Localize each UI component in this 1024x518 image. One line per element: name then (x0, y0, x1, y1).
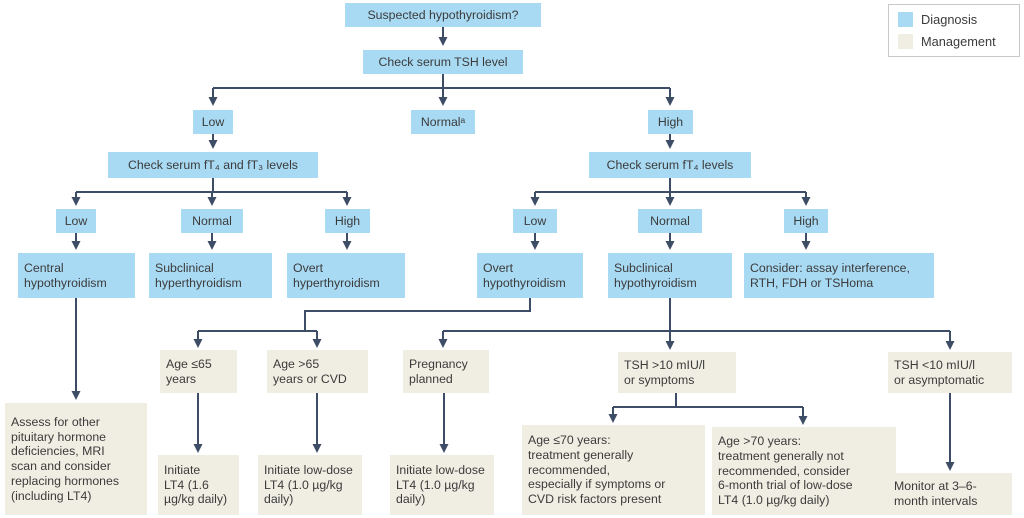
node-pregnancy-planned: Pregnancy planned (403, 350, 489, 393)
node-tsh-lt10: TSH <10 mIU/l or asymptomatic (888, 352, 1012, 393)
legend-label-management: Management (921, 34, 996, 49)
legend-label-diagnosis: Diagnosis (921, 12, 978, 27)
node-ft-low-left: Low (56, 209, 96, 233)
node-subclinical-hyperthyroidism: Subclinical hyperthyroidism (149, 253, 272, 298)
node-age-le70-treatment: Age ≤70 years: treatment generally recom… (522, 425, 705, 515)
path-overthypo-branch (304, 298, 531, 331)
node-overt-hyperthyroidism: Overt hyperthyroidism (287, 253, 405, 298)
node-tsh-normal: Normalᵃ (411, 110, 475, 134)
legend-item-diagnosis: Diagnosis (898, 12, 1010, 27)
node-ft-high-right: High (784, 209, 828, 233)
node-initiate-full-dose: Initiate LT4 (1.6 µg/kg daily) (158, 455, 239, 515)
node-check-ft4: Check serum fT₄ levels (589, 152, 751, 178)
node-central-hypothyroidism: Central hypothyroidism (18, 253, 135, 298)
node-tsh-low: Low (193, 110, 233, 134)
node-subclinical-hypothyroidism: Subclinical hypothyroidism (608, 253, 732, 298)
node-age-gt70-treatment: Age >70 years: treatment generally not r… (712, 427, 896, 515)
node-check-ft4-ft3: Check serum fT₄ and fT₃ levels (108, 152, 318, 178)
node-consider-assay-interference: Consider: assay interference, RTH, FDH o… (744, 253, 934, 298)
node-initiate-low-dose-cvd: Initiate low-dose LT4 (1.0 µg/kg daily) (258, 455, 362, 515)
node-age-gt65-cvd: Age >65 years or CVD (267, 350, 368, 393)
node-ft-normal-right: Normal (638, 209, 702, 233)
node-ft-high-left: High (325, 209, 370, 233)
node-age-le65: Age ≤65 years (160, 350, 237, 393)
node-check-serum-tsh: Check serum TSH level (363, 50, 523, 74)
node-tsh-gt10: TSH >10 mIU/l or symptoms (618, 352, 736, 393)
node-ft-low-right: Low (513, 209, 557, 233)
node-ft-normal-left: Normal (181, 209, 243, 233)
legend-item-management: Management (898, 34, 1010, 49)
node-overt-hypothyroidism: Overt hypothyroidism (477, 253, 583, 298)
legend: Diagnosis Management (888, 4, 1020, 57)
node-tsh-high: High (648, 110, 693, 134)
node-initiate-low-dose-pregnancy: Initiate low-dose LT4 (1.0 µg/kg daily) (390, 455, 494, 515)
diagnosis-swatch-icon (898, 12, 913, 27)
node-assess-pituitary: Assess for other pituitary hormone defic… (5, 403, 147, 515)
node-suspected-hypothyroidism: Suspected hypothyroidism? (345, 3, 541, 27)
node-monitor-intervals: Monitor at 3–6- month intervals (888, 473, 1012, 515)
management-swatch-icon (898, 34, 913, 49)
